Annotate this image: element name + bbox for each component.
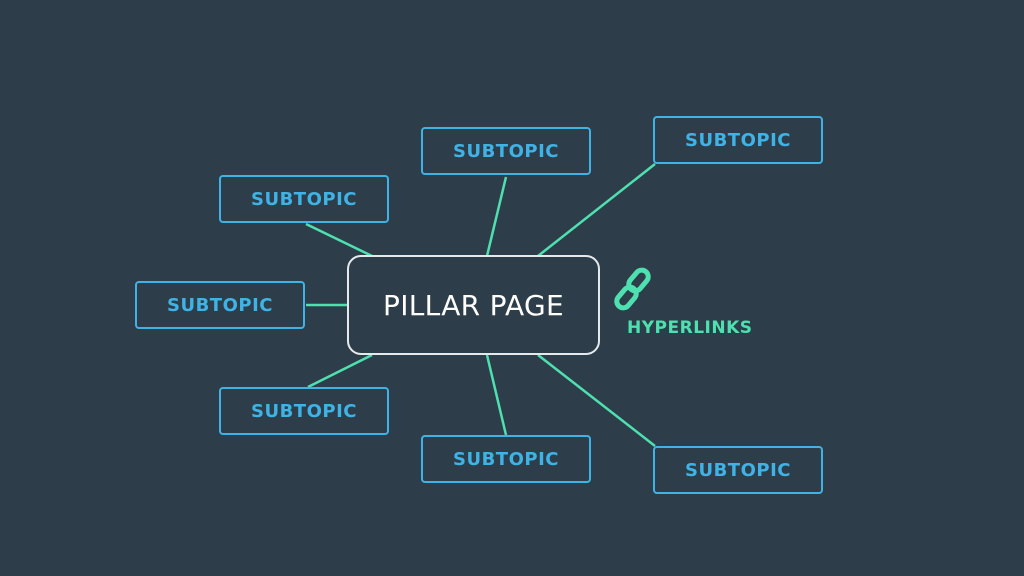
pillar-page-label: PILLAR PAGE [383, 288, 564, 322]
subtopic-box: SUBTOPIC [421, 127, 591, 175]
link-icon [614, 267, 651, 311]
connector-line [307, 353, 373, 389]
connector-line [485, 176, 508, 257]
subtopic-box: SUBTOPIC [653, 116, 823, 164]
connector-line [537, 354, 656, 447]
subtopic-box: SUBTOPIC [219, 175, 389, 223]
connector-line [485, 354, 508, 436]
connector-line [305, 222, 373, 258]
subtopic-box: SUBTOPIC [653, 446, 823, 494]
connector-line [537, 163, 656, 257]
pillar-page-box: PILLAR PAGE [347, 255, 600, 355]
hyperlinks-label: HYPERLINKS [627, 318, 753, 338]
subtopic-box: SUBTOPIC [421, 435, 591, 483]
subtopic-box: SUBTOPIC [219, 387, 389, 435]
subtopic-box: SUBTOPIC [135, 281, 305, 329]
